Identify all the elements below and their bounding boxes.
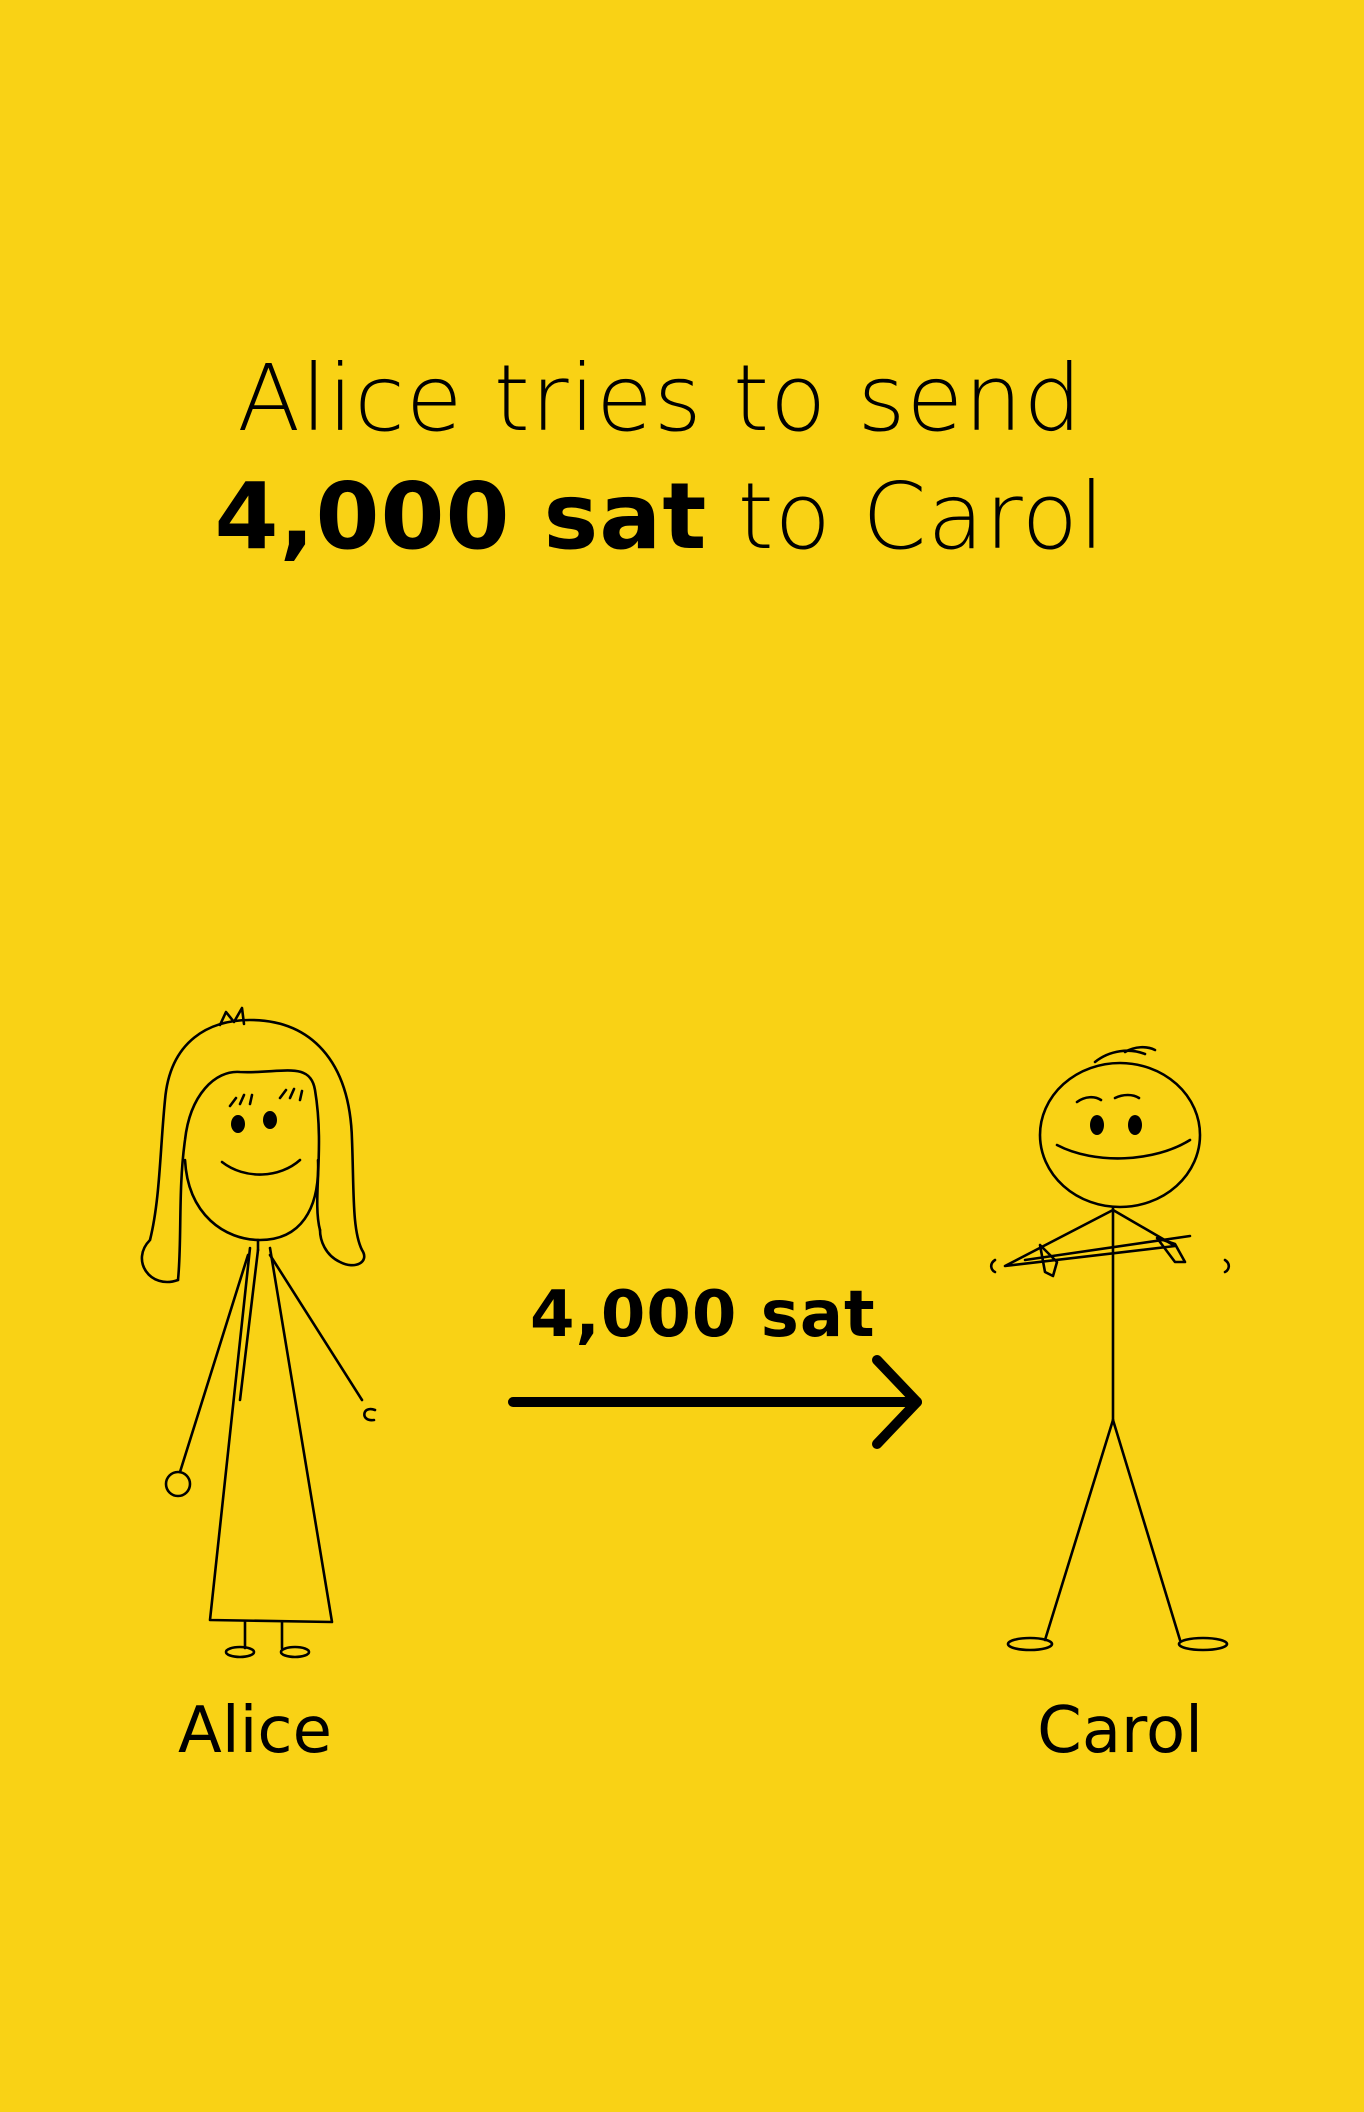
headline-amount: 4,000 sat bbox=[214, 463, 708, 570]
person-name-carol: Carol bbox=[1037, 1694, 1203, 1768]
headline-recipient: to Carol bbox=[707, 463, 1106, 570]
stick-figure-man-icon bbox=[989, 1045, 1231, 1652]
headline-line-1: Alice tries to send bbox=[237, 345, 1083, 452]
payment-arrow-icon bbox=[508, 1355, 922, 1449]
headline-line-2: 4,000 sat to Carol bbox=[0, 458, 1320, 576]
headline: Alice tries to send 4,000 sat to Carol bbox=[0, 340, 1320, 576]
person-name-alice: Alice bbox=[178, 1694, 332, 1768]
payment-amount-label: 4,000 sat bbox=[530, 1278, 876, 1352]
stick-figure-woman-icon bbox=[140, 1006, 377, 1659]
